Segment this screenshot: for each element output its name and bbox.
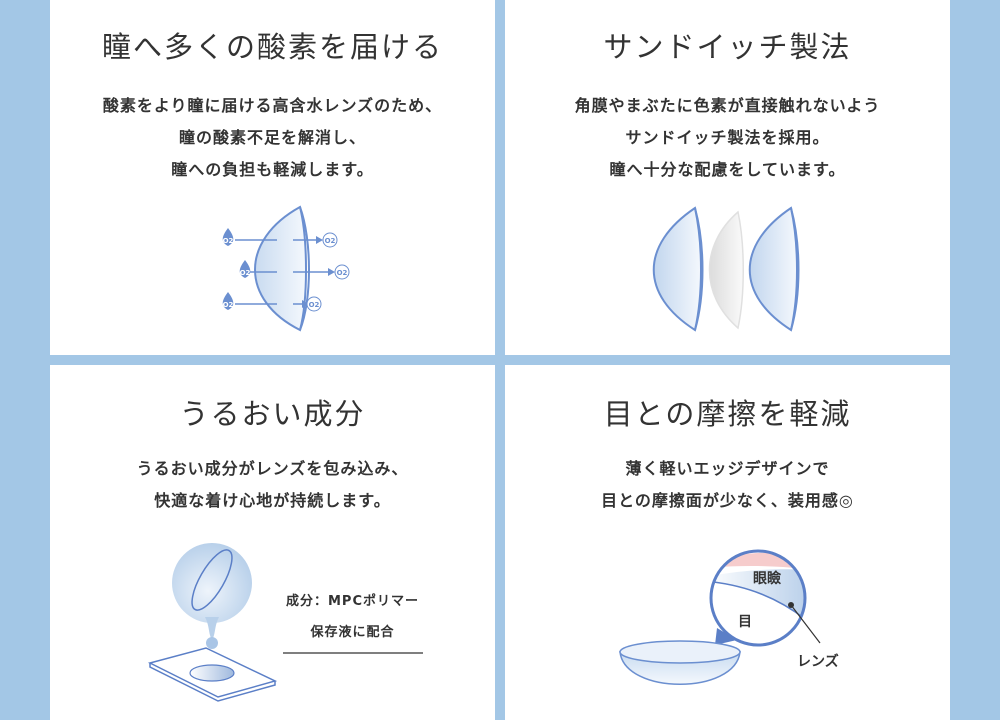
oxygen-lens-illustration: O2 O2 O2 O2 O2 O2 [223, 205, 350, 332]
description-line: 瞳への負担も軽減します。 [171, 160, 374, 179]
feature-moisture: うるおい成分 うるおい成分がレンズを包み込み、 快適な着け心地が持続します。 成… [50, 365, 495, 720]
description-line: サンドイッチ製法を採用。 [625, 128, 830, 147]
feature-title: サンドイッチ製法 [603, 30, 852, 64]
feature-friction: 眼瞼 目 レンズ 目との摩擦を軽減 薄く軽いエッジデザインで 目との摩擦面が少な… [505, 365, 950, 720]
solution-label: 保存液に配合 [310, 625, 395, 640]
o2-label: O2 [309, 301, 320, 309]
eye-label: 目 [738, 614, 752, 630]
description-line: 快適な着け心地が持続します。 [154, 491, 391, 510]
sandwich-lens-illustration [652, 206, 800, 332]
eyelid-label: 眼瞼 [753, 570, 782, 587]
feature-sandwich: サンドイッチ製法 角膜やまぶたに色素が直接触れないよう サンドイッチ製法を採用。… [505, 0, 950, 355]
feature-description: 角膜やまぶたに色素が直接触れないよう サンドイッチ製法を採用。 瞳へ十分な配慮を… [505, 90, 950, 186]
description-line: 瞳の酸素不足を解消し、 [178, 128, 366, 147]
o2-label: O2 [223, 301, 234, 309]
lens-label: レンズ [797, 653, 839, 670]
o2-label: O2 [337, 269, 348, 277]
feature-description: 酸素をより瞳に届ける高含水レンズのため、 瞳の酸素不足を解消し、 瞳への負担も軽… [50, 90, 495, 186]
o2-label: O2 [223, 237, 234, 245]
feature-title: 目との摩擦を軽減 [603, 397, 852, 431]
description-line: 薄く軽いエッジデザインで [625, 459, 830, 478]
o2-label: O2 [325, 237, 336, 245]
feature-description: うるおい成分がレンズを包み込み、 快適な着け心地が持続します。 [50, 453, 495, 517]
feature-oxygen: O2 O2 O2 O2 O2 O2 瞳へ多くの酸素を届ける 酸素をより瞳に届ける… [50, 0, 495, 355]
friction-illustration: 眼瞼 目 レンズ [619, 549, 839, 685]
feature-title: 瞳へ多くの酸素を届ける [101, 30, 443, 64]
description-line: 角膜やまぶたに色素が直接触れないよう [574, 96, 881, 115]
feature-title: うるおい成分 [179, 397, 366, 431]
feature-description: 薄く軽いエッジデザインで 目との摩擦面が少なく、装用感◎ [505, 453, 950, 517]
description-line: 目との摩擦面が少なく、装用感◎ [601, 491, 854, 510]
moisture-illustration [147, 543, 423, 702]
o2-label: O2 [240, 269, 251, 277]
description-line: 瞳へ十分な配慮をしています。 [609, 160, 846, 179]
description-line: うるおい成分がレンズを包み込み、 [136, 459, 409, 478]
ingredient-label: 成分：MPCポリマー [285, 594, 419, 609]
description-line: 酸素をより瞳に届ける高含水レンズのため、 [102, 96, 443, 115]
